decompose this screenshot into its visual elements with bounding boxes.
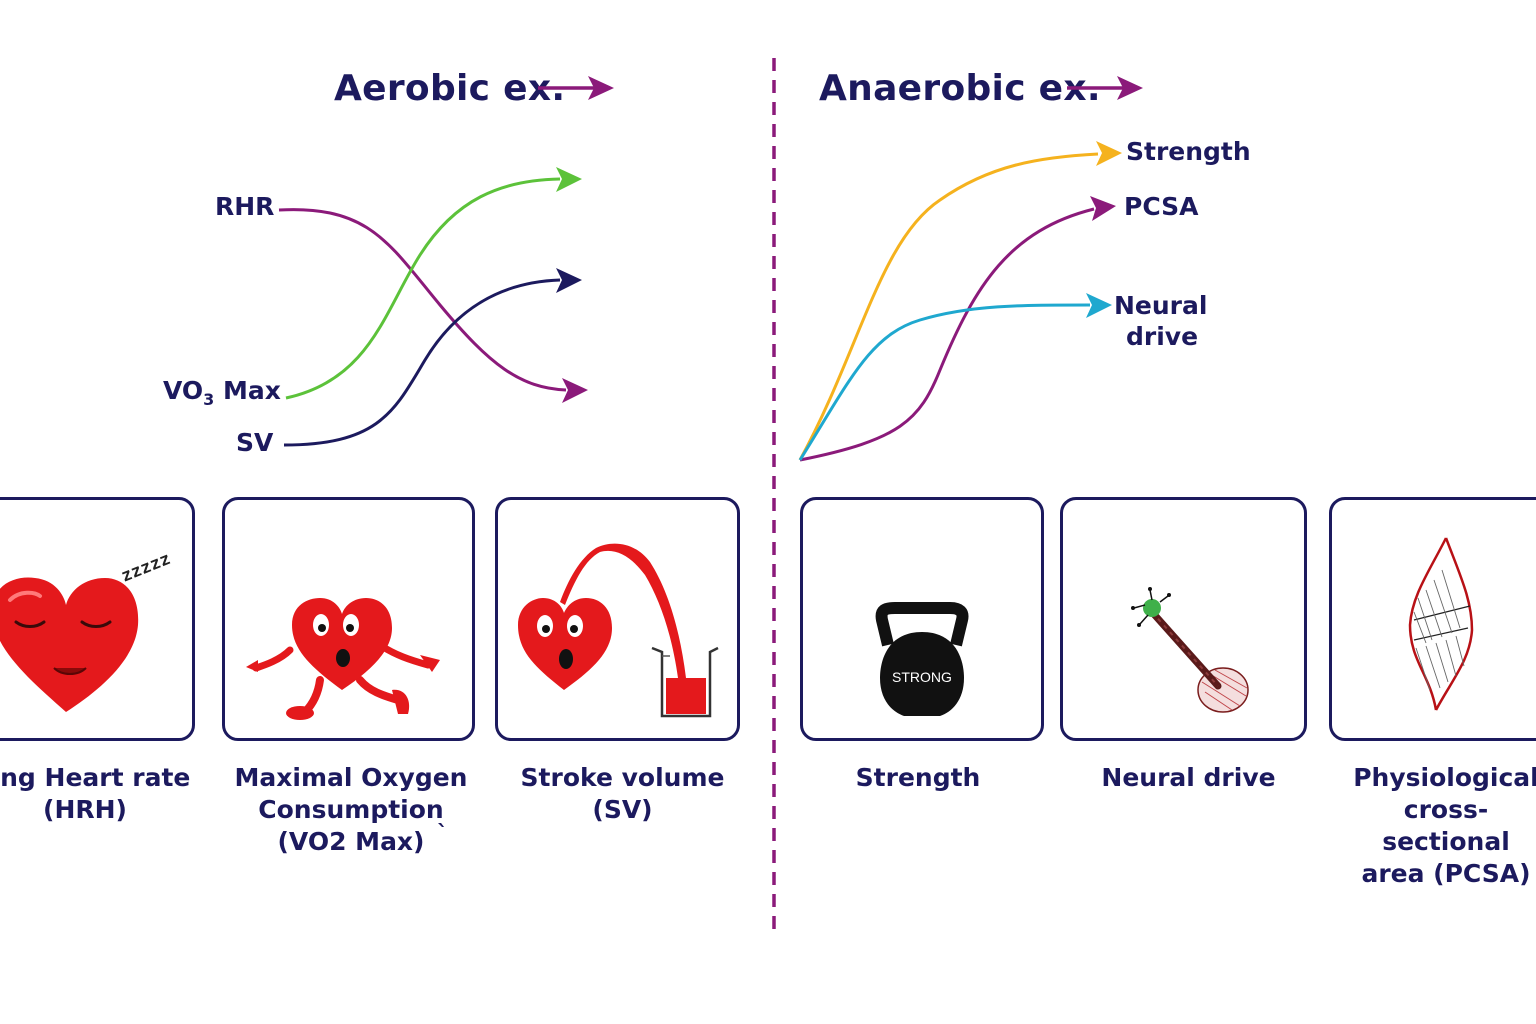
anaerobic-heading-arrow: [1067, 76, 1143, 100]
card-neural-drive: [1060, 497, 1307, 741]
rhr-curve: [278, 208, 588, 403]
card-pcsa: [1329, 497, 1536, 741]
kettlebell-label: STRONG: [892, 669, 952, 685]
vo2max-curve: [285, 167, 582, 400]
aerobic-heading-arrow: [538, 76, 614, 100]
anaerobic-heading: Anaerobic ex.: [819, 68, 1101, 109]
vo2max-label-tail: Max: [214, 376, 281, 405]
caption-resting-heart-rate: ting Heart rate (HRH): [0, 763, 191, 824]
caption-neural-drive: Neural drive: [1101, 763, 1276, 792]
caption-vo2max: Maximal Oxygen Consumption (VO2 Max): [234, 763, 468, 856]
aerobic-heading: Aerobic ex.: [334, 68, 566, 109]
pennate-muscle-icon: [1408, 537, 1474, 711]
neural-drive-curve: [798, 293, 1112, 461]
stray-backtick: `: [437, 822, 448, 847]
card-vo2max: [222, 497, 475, 741]
neural-curve-label-line2: drive: [1126, 322, 1199, 351]
pcsa-curve: [799, 196, 1116, 462]
sleeping-heart-icon: [0, 577, 139, 712]
caption-stroke-volume: Stroke volume (SV): [520, 763, 725, 824]
card-stroke-volume: [495, 497, 740, 741]
card-resting-heart-rate: [0, 497, 195, 741]
sv-curve: [283, 268, 582, 447]
caption-pcsa: Physiological cross-sectional area (PCSA…: [1353, 763, 1536, 888]
strength-curve-label: Strength: [1126, 137, 1251, 166]
heart-beaker-icon: [518, 543, 719, 718]
card-strength: [800, 497, 1044, 741]
pcsa-curve-label: PCSA: [1124, 192, 1199, 221]
vo2max-label-subscript: 3: [203, 390, 215, 409]
vo2max-label: VO3 Max: [163, 376, 281, 409]
rhr-label: RHR: [215, 192, 275, 221]
neuron-icon: [1131, 587, 1249, 713]
vo2max-label-main: VO: [163, 376, 204, 405]
sv-label: SV: [236, 428, 274, 457]
caption-strength: Strength: [855, 763, 981, 792]
neural-curve-label-line1: Neural: [1114, 291, 1208, 320]
running-heart-icon: [246, 598, 440, 720]
strength-curve: [798, 141, 1122, 461]
kettlebell-icon: STRONG: [875, 602, 969, 716]
